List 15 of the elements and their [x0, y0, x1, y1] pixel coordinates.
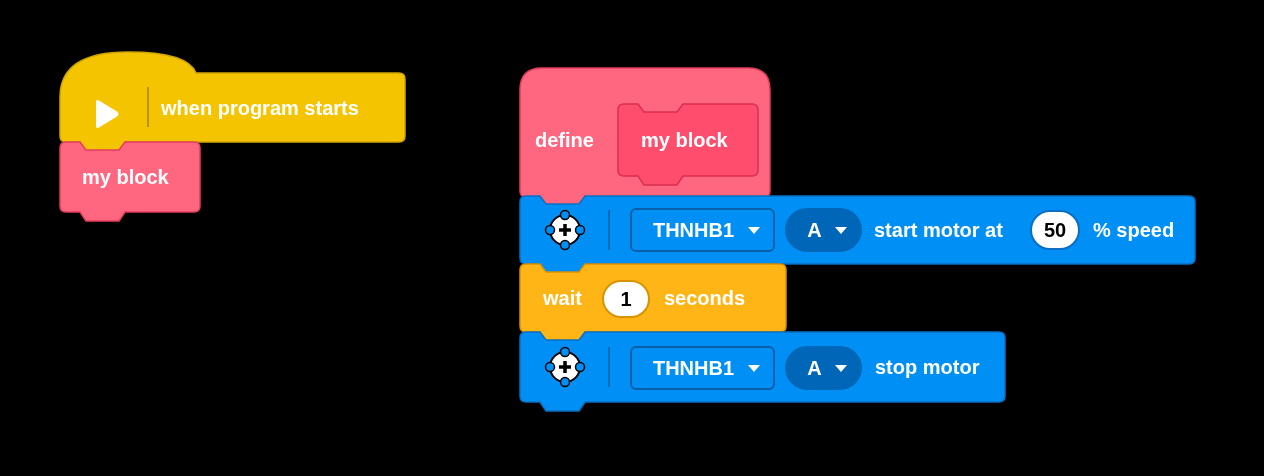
block-label: define	[535, 128, 594, 152]
block-label: start motor at	[874, 218, 1003, 242]
block-label: stop motor	[875, 355, 980, 379]
block-label: seconds	[664, 286, 746, 310]
my-block-call	[60, 142, 200, 222]
block-label: wait	[543, 286, 582, 310]
block-label: % speed	[1093, 218, 1175, 242]
block-label: my block	[82, 165, 169, 189]
port-dropdown: THNHB1	[630, 208, 775, 252]
block-label: my block	[641, 128, 728, 152]
block-label: when program starts	[161, 96, 359, 120]
event-block	[60, 52, 405, 152]
port-dropdown: THNHB1	[630, 346, 775, 390]
motor-block	[520, 196, 1195, 274]
motor-block	[520, 332, 1005, 412]
